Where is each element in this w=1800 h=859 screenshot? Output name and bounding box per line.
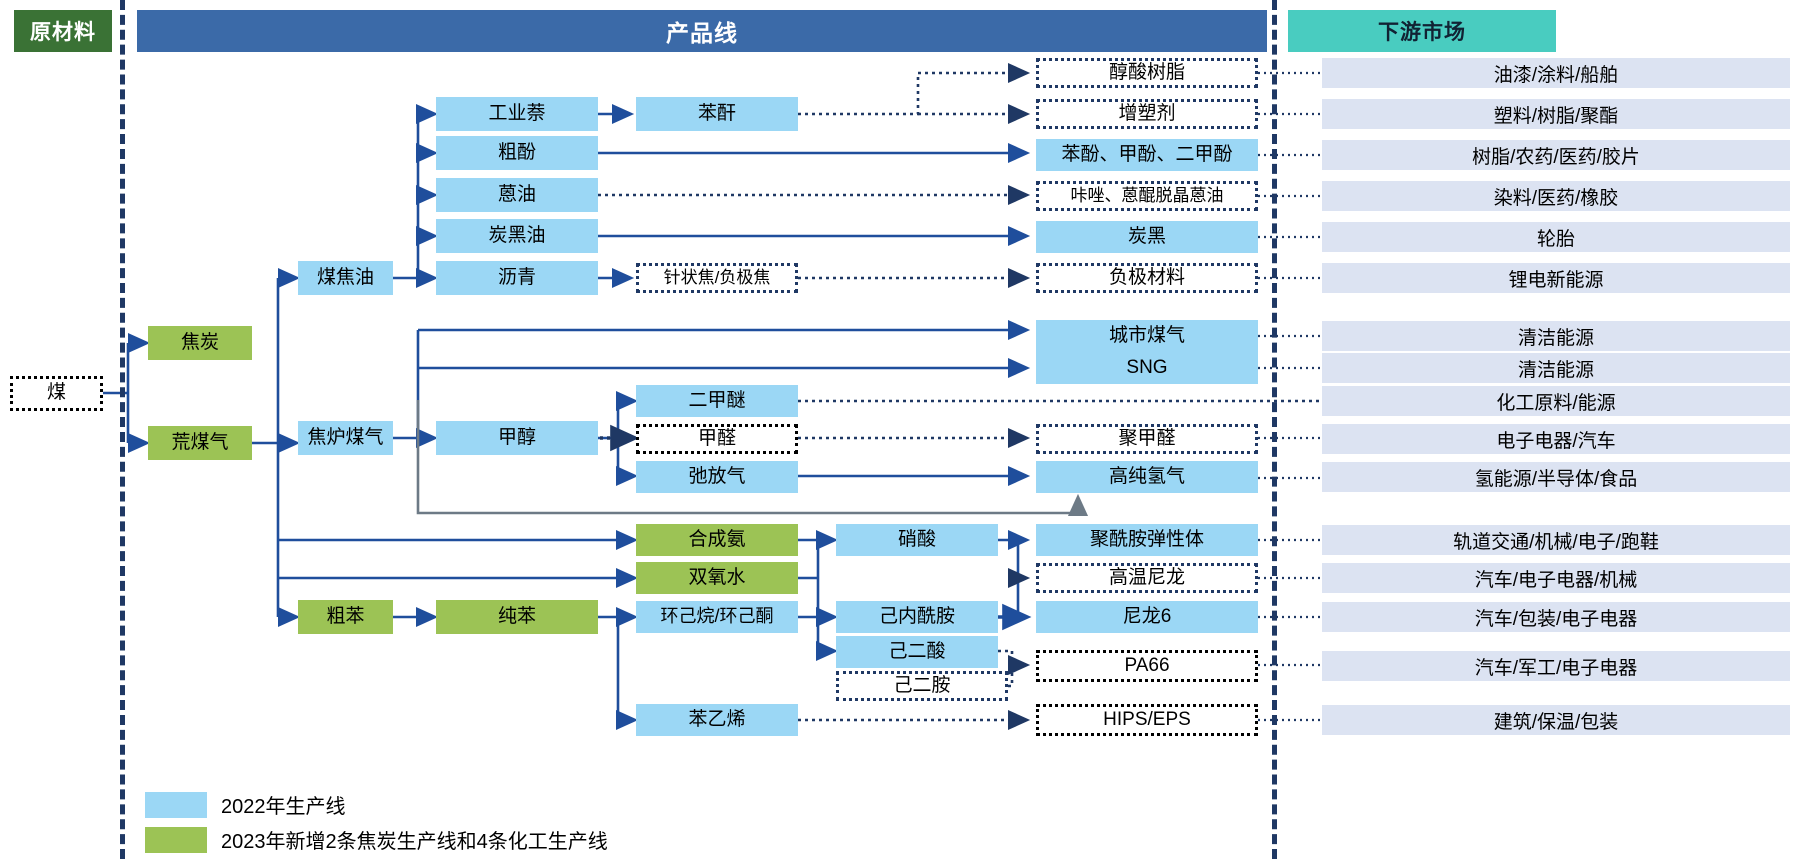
node-caprolactam[interactable]: 己内酰胺: [836, 601, 998, 633]
market-cell: 化工原料/能源: [1322, 386, 1790, 416]
legend-item-2022: 2022年生产线: [145, 790, 608, 819]
market-cell: 塑料/树脂/聚酯: [1322, 99, 1790, 129]
market-cell: 染料/医药/橡胶: [1322, 181, 1790, 211]
node-methanol[interactable]: 甲醇: [436, 421, 598, 455]
market-cell: 汽车/军工/电子电器: [1322, 651, 1790, 681]
node-hexanediamine[interactable]: 己二胺: [836, 671, 1008, 701]
node-crude-phenol[interactable]: 粗酚: [436, 136, 598, 170]
banner-product-line: 产品线: [137, 10, 1267, 52]
node-hips-eps[interactable]: HIPS/EPS: [1036, 704, 1258, 736]
market-cell: 氢能源/半导体/食品: [1322, 462, 1790, 492]
node-phthalic-anhydride[interactable]: 苯酐: [636, 97, 798, 131]
node-cyclohexane-cyclohexanone[interactable]: 环己烷/环己酮: [636, 601, 798, 633]
node-anode-material[interactable]: 负极材料: [1036, 263, 1258, 293]
node-styrene[interactable]: 苯乙烯: [636, 704, 798, 736]
node-needle-coke[interactable]: 针状焦/负极焦: [636, 263, 798, 293]
node-phenols[interactable]: 苯酚、甲酚、二甲酚: [1036, 139, 1258, 171]
node-pa66[interactable]: PA66: [1036, 650, 1258, 682]
market-cell: 清洁能源: [1322, 353, 1790, 383]
banner-downstream-market: 下游市场: [1288, 10, 1556, 52]
node-high-temp-nylon[interactable]: 高温尼龙: [1036, 563, 1258, 593]
node-raw-coal-gas[interactable]: 荒煤气: [148, 426, 252, 460]
legend-swatch-2023-icon: [145, 826, 207, 853]
node-pom[interactable]: 聚甲醛: [1036, 424, 1258, 454]
banner-raw-material: 原材料: [14, 10, 112, 52]
node-sng[interactable]: SNG: [1036, 352, 1258, 384]
node-alkyd-resin[interactable]: 醇酸树脂: [1036, 58, 1258, 88]
separator-raw-product: [120, 0, 125, 859]
node-carbazole[interactable]: 咔唑、蒽醌脱晶蒽油: [1036, 181, 1258, 211]
market-cell: 电子电器/汽车: [1322, 424, 1790, 454]
legend-label-2022: 2022年生产线: [221, 796, 346, 818]
market-cell: 汽车/包装/电子电器: [1322, 602, 1790, 632]
node-coke-oven-gas[interactable]: 焦炉煤气: [298, 421, 393, 455]
legend-item-2023: 2023年新增2条焦炭生产线和4条化工生产线: [145, 825, 608, 854]
node-pitch[interactable]: 沥青: [436, 261, 598, 295]
node-crude-benzene[interactable]: 粗苯: [298, 600, 393, 634]
node-coal[interactable]: 煤: [10, 376, 103, 411]
node-coal-tar[interactable]: 煤焦油: [298, 261, 393, 295]
node-carbon-black-oil[interactable]: 炭黑油: [436, 219, 598, 253]
market-cell: 轨道交通/机械/电子/跑鞋: [1322, 525, 1790, 555]
node-dme[interactable]: 二甲醚: [636, 385, 798, 417]
node-adipic-acid[interactable]: 己二酸: [836, 636, 998, 668]
node-plasticizer[interactable]: 增塑剂: [1036, 99, 1258, 129]
market-cell: 清洁能源: [1322, 321, 1790, 351]
market-cell: 锂电新能源: [1322, 263, 1790, 293]
node-nylon6[interactable]: 尼龙6: [1036, 601, 1258, 633]
node-formaldehyde[interactable]: 甲醛: [636, 424, 798, 454]
node-hydrogen-peroxide[interactable]: 双氧水: [636, 562, 798, 594]
market-cell: 建筑/保温/包装: [1322, 705, 1790, 735]
node-anthracene-oil[interactable]: 蒽油: [436, 178, 598, 212]
node-polyamide-elastomer[interactable]: 聚酰胺弹性体: [1036, 524, 1258, 556]
legend: 2022年生产线 2023年新增2条焦炭生产线和4条化工生产线: [145, 790, 608, 854]
legend-swatch-2022-icon: [145, 791, 207, 818]
separator-product-market: [1272, 0, 1277, 859]
node-city-gas[interactable]: 城市煤气: [1036, 320, 1258, 352]
legend-label-2023: 2023年新增2条焦炭生产线和4条化工生产线: [221, 831, 608, 853]
node-industrial-naphthalene[interactable]: 工业萘: [436, 97, 598, 131]
market-cell: 油漆/涂料/船舶: [1322, 58, 1790, 88]
market-cell: 汽车/电子电器/机械: [1322, 563, 1790, 593]
node-nitric-acid[interactable]: 硝酸: [836, 524, 998, 556]
market-cell: 树脂/农药/医药/胶片: [1322, 140, 1790, 170]
node-synthetic-ammonia[interactable]: 合成氨: [636, 524, 798, 556]
node-high-purity-hydrogen[interactable]: 高纯氢气: [1036, 461, 1258, 493]
node-purge-gas[interactable]: 弛放气: [636, 461, 798, 493]
node-pure-benzene[interactable]: 纯苯: [436, 600, 598, 634]
market-cell: 轮胎: [1322, 222, 1790, 252]
node-carbon-black[interactable]: 炭黑: [1036, 221, 1258, 253]
node-coke[interactable]: 焦炭: [148, 326, 252, 360]
